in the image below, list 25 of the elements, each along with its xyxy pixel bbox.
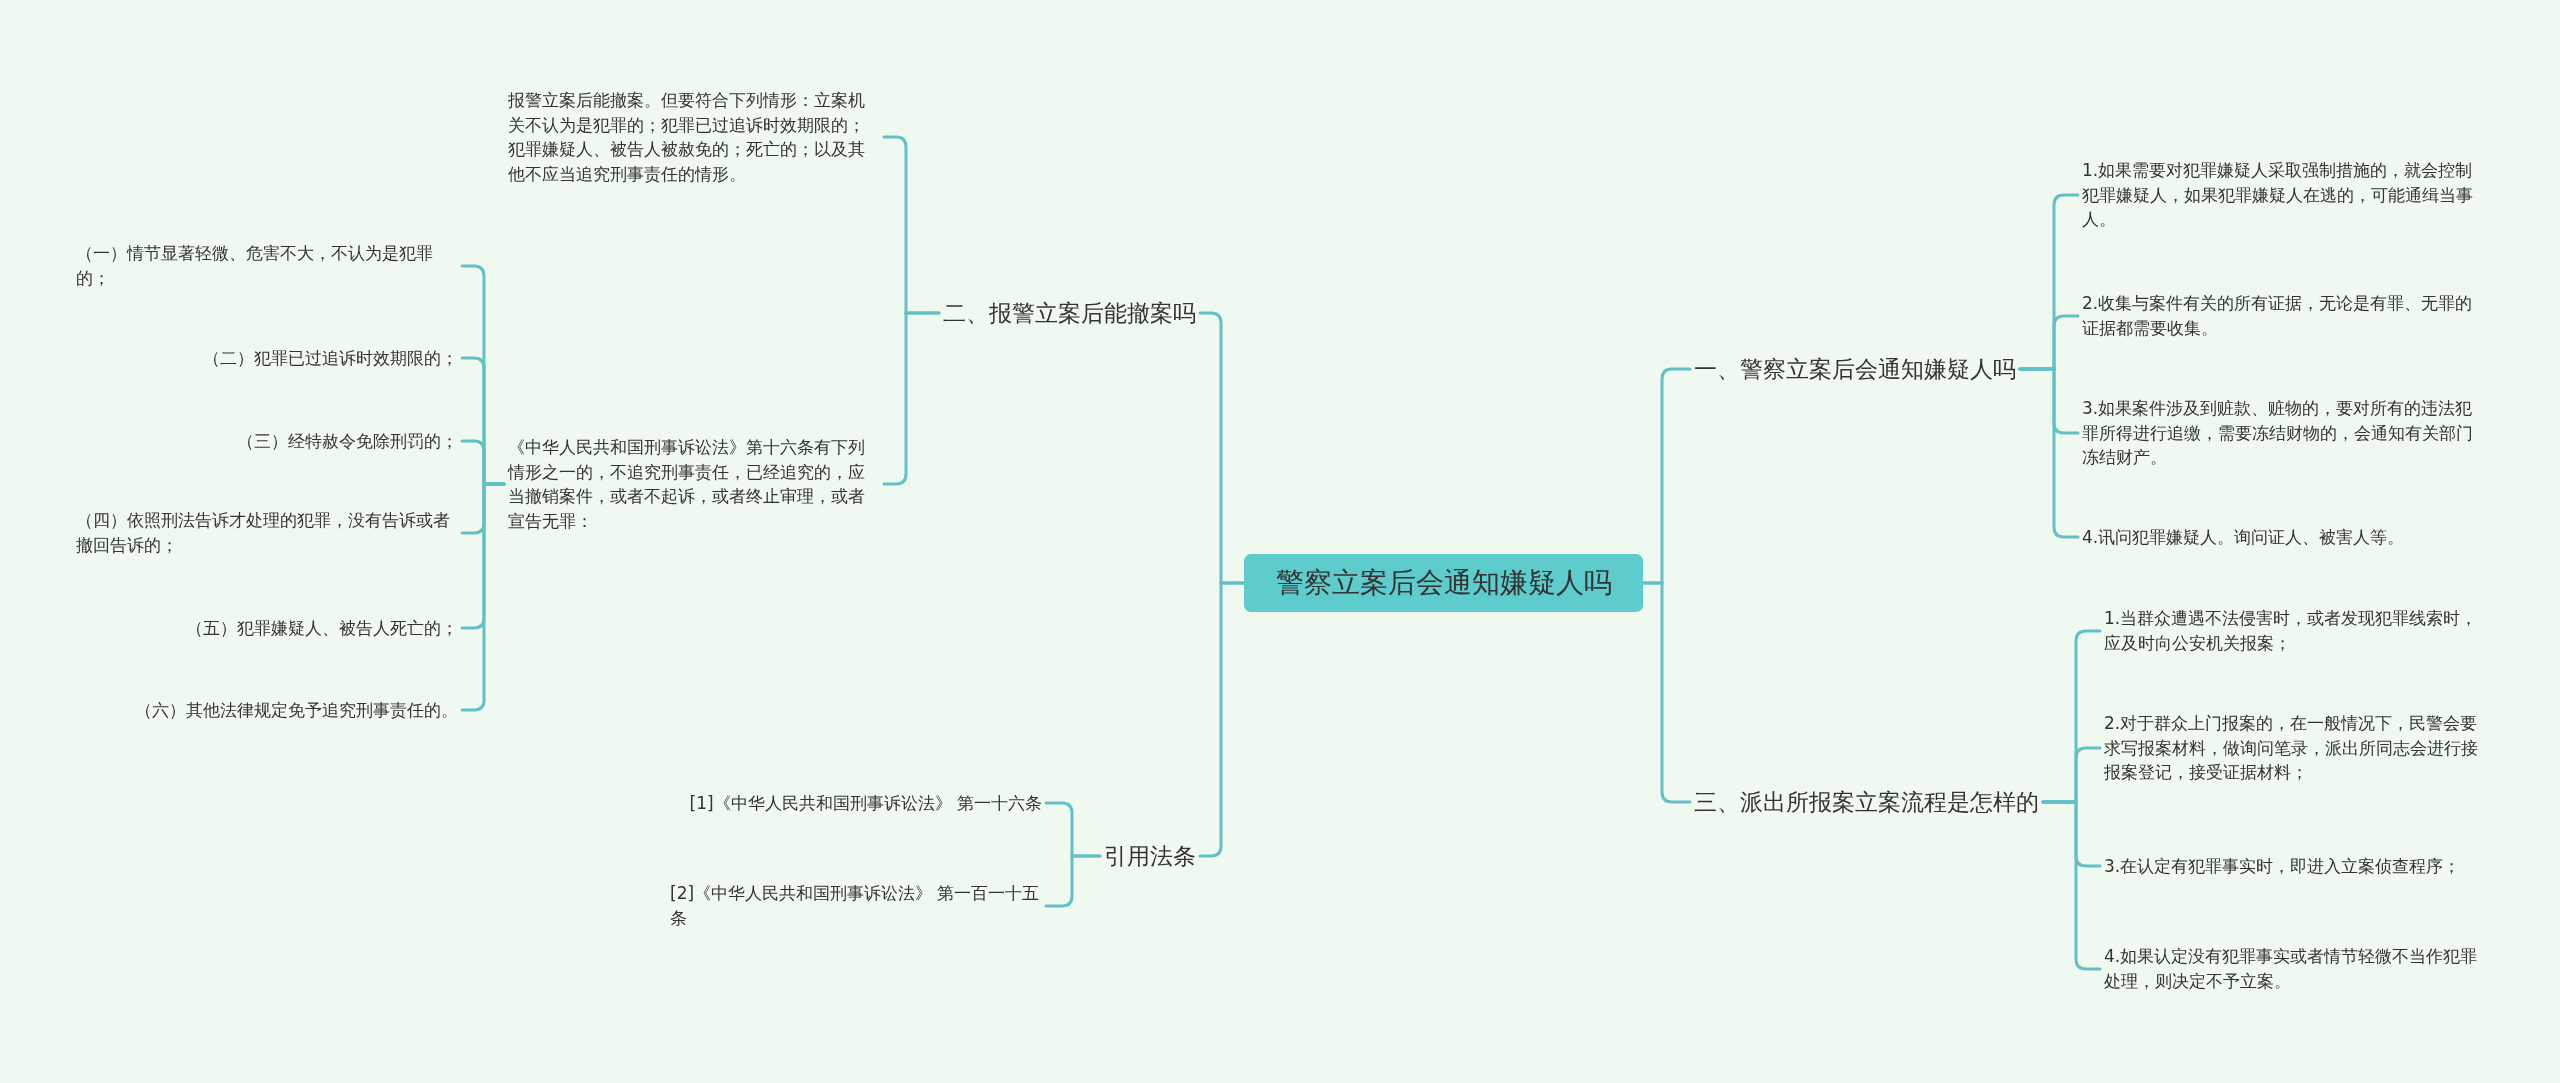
connector-line bbox=[1641, 581, 1692, 804]
branch-topic: 引用法条 bbox=[1100, 838, 1200, 874]
leaf-note: 2.收集与案件有关的所有证据，无论是有罪、无罪的证据都需要收集。 bbox=[2078, 289, 2478, 343]
leaf-note: 2.对于群众上门报案的，在一般情况下，民警会要求写报案材料，做询问笔录，派出所同志会进行接报案登记，接受证据材料； bbox=[2100, 709, 2485, 787]
leaf-note: （四）依照刑法告诉才处理的犯罪，没有告诉或者撤回告诉的； bbox=[72, 506, 462, 560]
leaf-note: 3.如果案件涉及到赃款、赃物的，要对所有的违法犯罪所得进行追缴，需要冻结财物的，会通知有关部门冻结财产。 bbox=[2078, 394, 2478, 472]
leaf-note: 1.如果需要对犯罪嫌疑人采取强制措施的，就会控制犯罪嫌疑人，如果犯罪嫌疑人在逃的，可能通缉当事人。 bbox=[2078, 156, 2478, 234]
central-topic-box: 警察立案后会通知嫌疑人吗 bbox=[1244, 554, 1643, 612]
connector-line bbox=[1198, 581, 1246, 858]
leaf-note: （三）经特赦令免除刑罚的； bbox=[233, 426, 462, 456]
leaf-note: 3.在认定有犯罪事实时，即进入立案侦查程序； bbox=[2100, 851, 2465, 881]
branch-topic: 二、报警立案后能撤案吗 bbox=[939, 295, 1200, 331]
leaf-note: （六）其他法律规定免予追究刑事责任的。 bbox=[131, 695, 462, 725]
branch-topic: 一、警察立案后会通知嫌疑人吗 bbox=[1690, 351, 2020, 387]
leaf-note: （二）犯罪已过追诉时效期限的； bbox=[199, 343, 462, 373]
leaf-note: [2]《中华人民共和国刑事诉讼法》 第一百一十五条 bbox=[666, 879, 1046, 933]
leaf-note: 4.讯问犯罪嫌疑人。询问证人、被害人等。 bbox=[2078, 522, 2409, 552]
leaf-note: 报警立案后能撤案。但要符合下列情形：立案机关不认为是犯罪的；犯罪已过追诉时效期限的；犯罪嫌疑人、被告人被赦免的；死亡的；以及其他不应当追究刑事责任的情形。 bbox=[504, 85, 884, 189]
branch-topic: 三、派出所报案立案流程是怎样的 bbox=[1690, 784, 2043, 820]
leaf-note: （五）犯罪嫌疑人、被告人死亡的； bbox=[182, 613, 462, 643]
leaf-note: 4.如果认定没有犯罪事实或者情节轻微不当作犯罪处理，则决定不予立案。 bbox=[2100, 942, 2485, 996]
leaf-note: 《中华人民共和国刑事诉讼法》第十六条有下列情形之一的，不追究刑事责任，已经追究的，应当撤销案件，或者不起诉，或者终止审理，或者宣告无罪： bbox=[504, 432, 884, 536]
leaf-note: [1]《中华人民共和国刑事诉讼法》 第一十六条 bbox=[685, 788, 1046, 818]
leaf-note: 1.当群众遭遇不法侵害时，或者发现犯罪线索时，应及时向公安机关报案； bbox=[2100, 604, 2485, 658]
leaf-note: （一）情节显著轻微、危害不大，不认为是犯罪的； bbox=[72, 239, 462, 293]
